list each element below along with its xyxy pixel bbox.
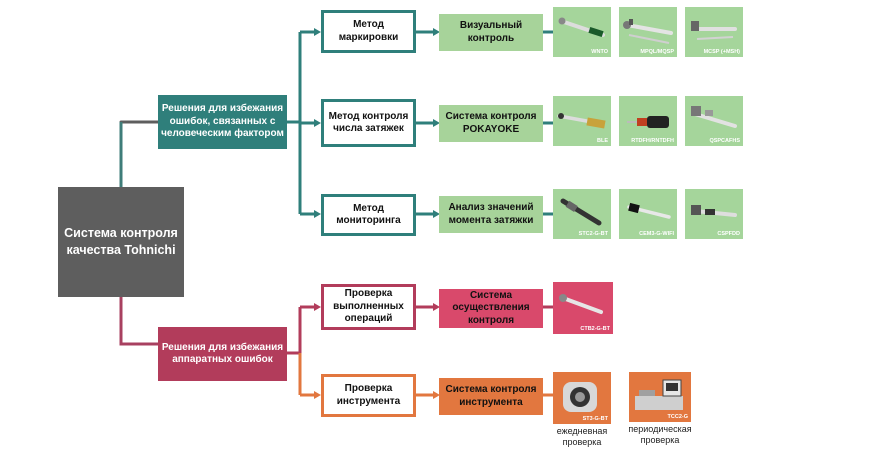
product-tile: CEM3-G-WIFI: [619, 189, 677, 239]
product-label: MCSP (+MSH): [703, 49, 740, 55]
method-label: Метод маркировки: [338, 19, 399, 43]
screwdriver-icon: [627, 116, 669, 128]
solution-label: Визуальный контроль: [459, 20, 523, 44]
torque-wrench-icon: [560, 198, 602, 226]
product-label: ST3-G-BT: [582, 416, 608, 422]
product-tile: MPQL/MQSP: [619, 7, 677, 57]
solution-label: Система осуществления контроля: [452, 289, 530, 326]
caption-text: ежедневная проверка: [556, 426, 608, 447]
product-tile: STC2-G-BT: [553, 189, 611, 239]
product-label: RTDFH/RNTDFH: [631, 138, 674, 144]
torque-tester-icon: [635, 379, 683, 410]
product-label: CSPFDD: [717, 231, 740, 237]
torque-wrench-icon: [691, 205, 737, 217]
product-label: TCC2-G: [667, 414, 688, 420]
root-label: Система контроля качества Tohnichi: [64, 226, 178, 257]
product-tile: TCC2-G: [629, 372, 691, 422]
product-label: CEM3-G-WIFI: [639, 231, 674, 237]
solution-pokayoke: Система контроля POKAYOKE: [439, 105, 543, 142]
method-label: Метод контроля числа затяжек: [328, 110, 409, 135]
product-tile: RTDFH/RNTDFH: [619, 96, 677, 146]
solution-label: Система контроля инструмента: [445, 384, 537, 408]
product-tile: WNTO: [553, 7, 611, 57]
root-node: Система контроля качества Tohnichi: [58, 187, 184, 297]
branch-human-factor-label: Решения для избежания ошибок, связанных …: [161, 103, 284, 140]
method-marking: Метод маркировки: [321, 10, 416, 53]
solution-label: Анализ значений момента затяжки: [448, 202, 534, 226]
torque-wrench-icon: [691, 106, 737, 128]
method-tool-check: Проверка инструмента: [321, 374, 416, 417]
product-tile: BLE: [553, 96, 611, 146]
method-operations-check: Проверка выполненных операций: [321, 284, 416, 330]
solution-label: Система контроля POKAYOKE: [445, 111, 537, 135]
product-label: STC2-G-BT: [578, 231, 608, 237]
torque-wrench-icon: [623, 19, 673, 44]
torque-tester-icon: [563, 382, 597, 412]
product-label: MPQL/MQSP: [640, 49, 674, 55]
solution-analysis: Анализ значений момента затяжки: [439, 196, 543, 233]
solution-visual: Визуальный контроль: [439, 14, 543, 51]
torque-wrench-icon: [627, 202, 671, 219]
method-label: Проверка инструмента: [336, 383, 401, 407]
caption-text: периодическая проверка: [628, 424, 692, 445]
solution-tool-control: Система контроля инструмента: [439, 378, 543, 415]
torque-wrench-icon: [557, 113, 606, 129]
branch-hardware: Решения для избежания аппаратных ошибок: [158, 327, 287, 381]
torque-wrench-icon: [691, 21, 737, 40]
product-tile: ST3-G-BT: [553, 372, 611, 424]
method-count: Метод контроля числа затяжек: [321, 99, 416, 147]
product-label: WNTO: [591, 49, 608, 55]
product-label: QSPCAFHS: [709, 138, 740, 144]
torque-wrench-icon: [559, 294, 603, 314]
caption-daily-check: ежедневная проверка: [549, 426, 615, 448]
caption-periodic-check: периодическая проверка: [623, 424, 697, 446]
product-tile: MCSP (+MSH): [685, 7, 743, 57]
branch-hardware-label: Решения для избежания аппаратных ошибок: [161, 341, 284, 366]
product-tile: CSPFDD: [685, 189, 743, 239]
torque-wrench-icon: [558, 17, 605, 38]
product-tile: CTB2-G-BT: [553, 282, 613, 334]
solution-control: Система осуществления контроля: [439, 289, 543, 328]
branch-human-factor: Решения для избежания ошибок, связанных …: [158, 95, 287, 149]
product-label: BLE: [597, 138, 608, 144]
product-tile: QSPCAFHS: [685, 96, 743, 146]
method-monitoring: Метод мониторинга: [321, 194, 416, 236]
method-label: Проверка выполненных операций: [333, 288, 404, 325]
product-label: CTB2-G-BT: [580, 326, 610, 332]
method-label: Метод мониторинга: [336, 202, 401, 227]
